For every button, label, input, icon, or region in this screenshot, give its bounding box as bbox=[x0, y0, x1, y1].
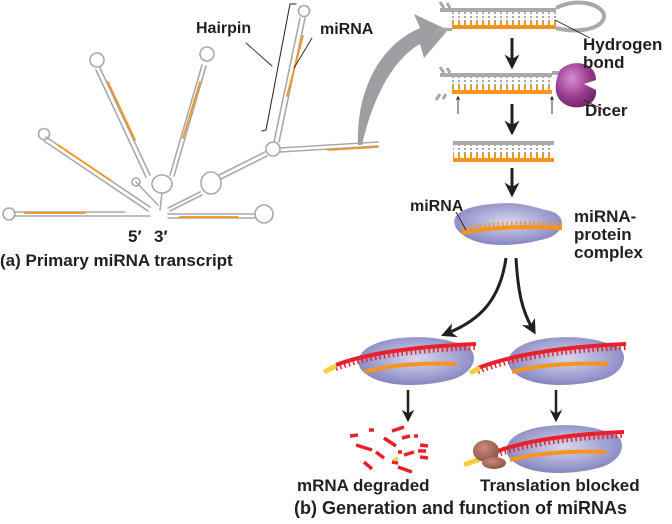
panel-a-caption: (a) Primary miRNA transcript bbox=[0, 251, 233, 270]
dicer-leader bbox=[583, 99, 605, 111]
stem-loop-arm bbox=[167, 141, 379, 212]
blocked-translation-complex bbox=[463, 425, 625, 473]
mrna-bound-complex-right bbox=[469, 337, 627, 385]
branch-arrow-translation bbox=[514, 257, 536, 335]
mrna-cap bbox=[469, 366, 481, 375]
pre-mirna-hairpin bbox=[434, 0, 607, 35]
dicer-enzyme bbox=[555, 63, 597, 108]
mirna-label-b: miRNA bbox=[410, 198, 464, 215]
hairpin-leader-line bbox=[245, 42, 273, 67]
hydrogen-bond-leader bbox=[554, 19, 591, 39]
three-prime-end-label: 3′ bbox=[154, 227, 168, 246]
mirna-label-a: miRNA bbox=[320, 21, 374, 38]
stem-loop-arm bbox=[169, 46, 215, 177]
complex-label-line3: complex bbox=[574, 243, 643, 262]
mrna-degraded-label: mRNA degraded bbox=[297, 476, 430, 495]
hairpin bbox=[273, 4, 311, 143]
stem-loop-arm bbox=[89, 52, 151, 178]
stem-loop-arm bbox=[37, 127, 159, 212]
hydrogen-bond-label-line2: bond bbox=[583, 53, 625, 72]
mirna-leader-line bbox=[293, 37, 313, 69]
mrna-bound-complex-left bbox=[323, 337, 477, 385]
stem-loop-arm bbox=[167, 204, 274, 224]
mirna-protein-complex bbox=[454, 203, 563, 245]
complex-label-line2: protein bbox=[574, 225, 632, 244]
degraded-mrna-fragments bbox=[349, 425, 429, 474]
ribosome-small-subunit bbox=[482, 457, 506, 469]
mirna-duplex bbox=[453, 141, 554, 162]
bulge-loop bbox=[200, 171, 222, 195]
mrna-cap bbox=[463, 457, 481, 467]
panel-b-caption: (b) Generation and function of miRNAs bbox=[294, 498, 627, 518]
complex-label-line1: miRNA- bbox=[574, 207, 637, 226]
branch-arrow-degradation bbox=[441, 257, 508, 338]
ribosome-large-subunit bbox=[473, 440, 499, 462]
processing-arrow bbox=[357, 14, 448, 145]
five-prime-end-label: 5′ bbox=[128, 227, 142, 246]
hairpin-label: Hairpin bbox=[196, 20, 252, 37]
bulge-loop bbox=[151, 174, 173, 194]
hairpin-bracket bbox=[261, 3, 297, 132]
translation-blocked-label: Translation blocked bbox=[480, 476, 640, 495]
mirna-leader bbox=[455, 211, 467, 231]
mrna-cap bbox=[323, 364, 337, 374]
dicer-cleavage bbox=[434, 63, 597, 114]
hydrogen-bond-label-line1: Hydrogen bbox=[583, 35, 663, 54]
dicer-label: Dicer bbox=[585, 101, 628, 120]
stem-loop-arm bbox=[2, 207, 151, 221]
primary-transcript bbox=[2, 3, 379, 224]
